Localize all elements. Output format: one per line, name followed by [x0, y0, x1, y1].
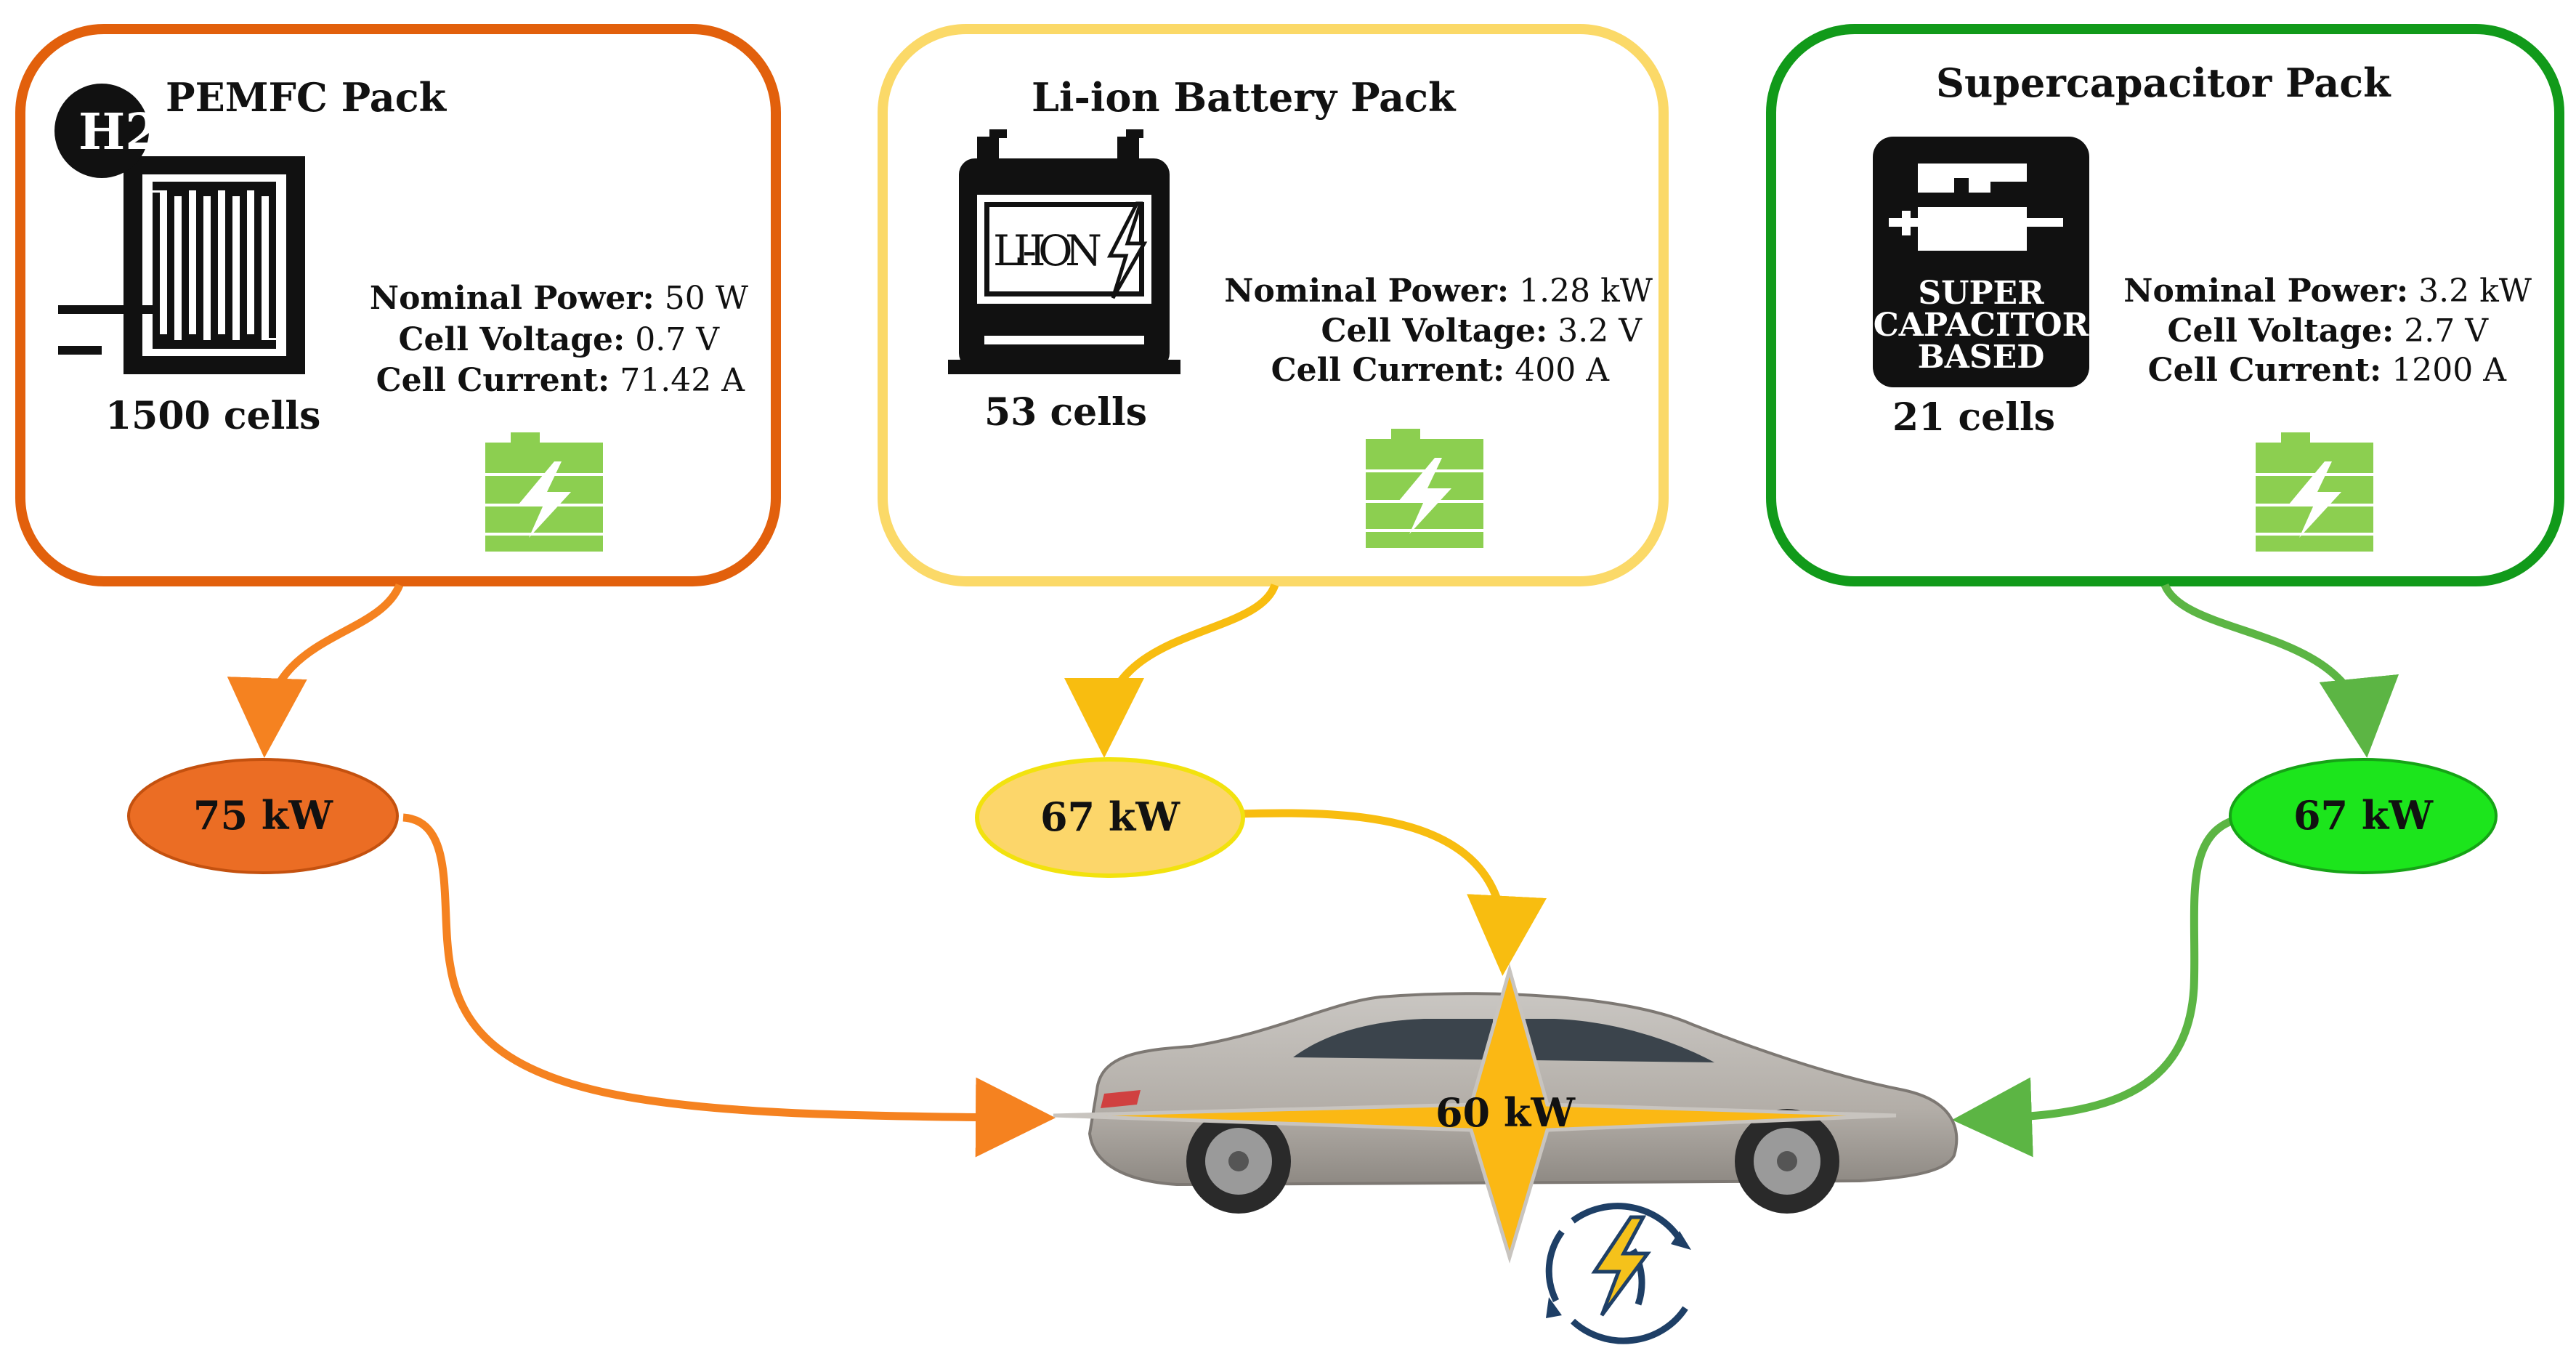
supercapacitor-icon-line3: BASED [1918, 339, 2045, 376]
power-node-supercapacitor-label: 67 kW [2293, 792, 2434, 839]
li-ion-pack-panel: Li-ion Battery Pack LI-ION Nominal Power… [878, 24, 1669, 586]
battery-charging-icon [2256, 432, 2373, 552]
li-ion-battery-icon: LI-ION [948, 129, 1180, 374]
li-ion-spec-voltage: Cell Voltage: 3.2 V [1321, 312, 1643, 350]
li-ion-spec-power: Nominal Power: 1.28 kW [1224, 273, 1653, 310]
supercapacitor-icon-line1: SUPER [1918, 275, 2044, 312]
power-node-pemfc-label: 75 kW [193, 792, 333, 839]
pemfc-pack-panel: PEMFC Pack H2 Nominal Power: 50 W Cell V… [15, 24, 781, 586]
pemfc-specs: Nominal Power: 50 W Cell Voltage: 0.7 V … [370, 280, 749, 399]
battery-charging-icon [485, 432, 603, 552]
arrow-pemfc-node-to-car [402, 813, 1056, 1158]
li-ion-pack-title: Li-ion Battery Pack [1032, 74, 1457, 121]
li-ion-spec-current: Cell Current: 400 A [1271, 352, 1611, 389]
hydrogen-fuel-cell-icon: H2 [54, 84, 305, 374]
pemfc-cell-count: 1500 cells [105, 394, 320, 438]
vehicle-power-star: 60 kW [1053, 963, 1897, 1264]
battery-charging-icon [1366, 429, 1483, 548]
li-ion-cell-count: 53 cells [984, 390, 1147, 435]
supercapacitor-cell-count: 21 cells [1892, 395, 2055, 440]
supercapacitor-spec-current: Cell Current: 1200 A [2148, 352, 2508, 389]
vehicle-power-label: 60 kW [1435, 1089, 1576, 1136]
supercapacitor-specs: Nominal Power: 3.2 kW Cell Voltage: 2.7 … [2123, 273, 2532, 389]
arrow-li-ion-to-node [1064, 583, 1279, 758]
regenerative-charging-icon [1545, 1203, 1691, 1344]
flow-arrows [227, 583, 2399, 1158]
power-node-li-ion-label: 67 kW [1040, 794, 1180, 840]
supercapacitor-spec-voltage: Cell Voltage: 2.7 V [2167, 312, 2489, 350]
supercapacitor-icon: SUPER CAPACITOR BASED [1873, 137, 2089, 387]
pemfc-spec-current: Cell Current: 71.42 A [376, 362, 746, 399]
supercapacitor-icon-line2: CAPACITOR [1874, 307, 2089, 344]
power-node-pemfc: 75 kW [127, 758, 399, 874]
arrow-supercap-to-node [2160, 583, 2399, 758]
li-ion-specs: Nominal Power: 1.28 kW Cell Voltage: 3.2… [1224, 273, 1653, 389]
supercapacitor-spec-power: Nominal Power: 3.2 kW [2123, 273, 2532, 310]
h2-badge-label: H2 [78, 103, 160, 161]
power-node-supercapacitor: 67 kW [2229, 758, 2498, 874]
pemfc-pack-title: PEMFC Pack [166, 74, 447, 121]
supercapacitor-pack-title: Supercapacitor Pack [1936, 60, 2391, 106]
power-node-li-ion: 67 kW [975, 757, 1245, 878]
arrow-pemfc-to-node [227, 583, 404, 758]
arrow-li-ion-node-to-car [1238, 809, 1547, 976]
pemfc-spec-power: Nominal Power: 50 W [370, 280, 749, 317]
pemfc-spec-voltage: Cell Voltage: 0.7 V [398, 321, 720, 358]
li-ion-icon-label: LI-ION [993, 226, 1102, 275]
supercapacitor-pack-panel: Supercapacitor Pack SUPER CAPACITOR BASE… [1766, 24, 2564, 586]
arrow-supercap-node-to-car [1952, 813, 2246, 1158]
